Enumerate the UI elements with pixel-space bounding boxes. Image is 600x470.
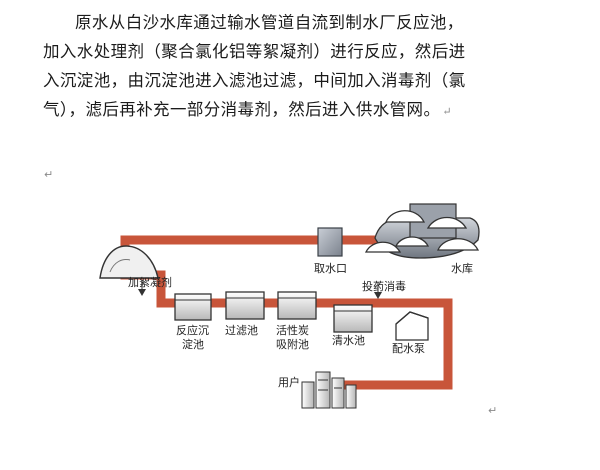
label-clear-water: 清水池 bbox=[332, 334, 365, 347]
intake-box bbox=[317, 227, 343, 257]
label-intake: 取水口 bbox=[314, 262, 347, 275]
paragraph-line-3: 入沉淀池，由沉淀池进入滤池过滤，中间加入消毒剂（氯 bbox=[43, 71, 466, 90]
tank-carbon bbox=[277, 291, 317, 320]
label-user: 用户 bbox=[278, 375, 300, 389]
paragraph-mark-2: ↵ bbox=[488, 404, 498, 417]
paragraph-line-4: 气），滤后再补充一部分消毒剂，然后进入供水管网。↵ bbox=[43, 100, 452, 119]
label-filter: 过滤池 bbox=[225, 324, 258, 337]
reservoir bbox=[364, 203, 480, 259]
label-react-sediment: 反应沉 淀池 bbox=[176, 323, 213, 351]
label-reservoir: 水库 bbox=[451, 262, 473, 275]
coagulant-arrow bbox=[138, 280, 146, 296]
description-paragraph: 原水从白沙水库通过输水管道自流到制水厂反应池， 加入水处理剂（聚合氯化铝等絮凝剂… bbox=[43, 8, 563, 126]
paragraph-line-1: 原水从白沙水库通过输水管道自流到制水厂反应池， bbox=[75, 13, 464, 32]
pump-house bbox=[395, 311, 429, 341]
label-pump: 配水泵 bbox=[392, 342, 425, 355]
paragraph-mark-1: ↵ bbox=[44, 168, 54, 181]
label-coagulant: 加絮凝剂 bbox=[128, 275, 172, 289]
source-hill bbox=[99, 245, 159, 279]
tank-filter bbox=[225, 291, 265, 320]
tank-clear-water bbox=[333, 304, 373, 333]
main-pipe bbox=[120, 235, 327, 258]
tank-react-sediment bbox=[174, 293, 212, 321]
label-disinfect: 投药消毒 bbox=[362, 279, 406, 293]
label-carbon: 活性炭 吸附池 bbox=[276, 323, 313, 351]
user-buildings bbox=[301, 371, 357, 409]
paragraph-line-2: 加入水处理剂（聚合氯化铝等絮凝剂）进行反应，然后进 bbox=[43, 42, 466, 61]
disinfect-arrow bbox=[374, 282, 382, 299]
